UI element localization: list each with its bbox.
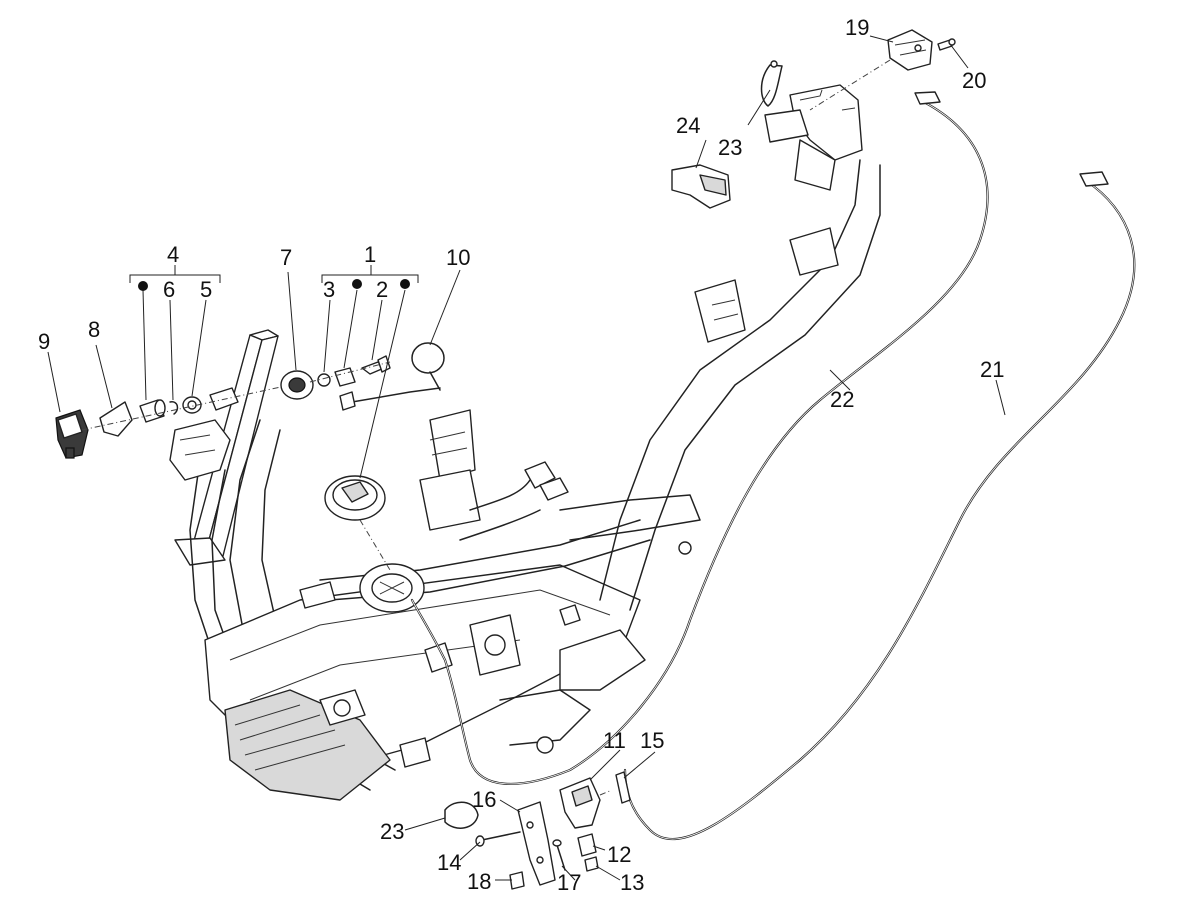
part-10-cable-ring <box>339 342 445 411</box>
leader-lines <box>47 35 1006 881</box>
part-22-seat-cable <box>410 91 989 785</box>
part-9-lock-switch <box>55 409 89 459</box>
callout-23-top: 23 <box>718 135 742 160</box>
callout-1: 1 <box>364 242 376 267</box>
part-15-cable-end <box>615 771 631 804</box>
scooter-frame <box>169 84 881 801</box>
callout-17: 17 <box>557 870 581 895</box>
callout-21: 21 <box>980 357 1004 382</box>
part-16-bracket <box>517 801 556 886</box>
callout-12: 12 <box>607 842 631 867</box>
part-21-release-cable <box>623 171 1136 841</box>
part-8-lock-cover <box>99 401 133 437</box>
part-24-cable-guide <box>671 164 731 209</box>
part-14-bolt <box>475 831 521 847</box>
callout-2: 2 <box>376 277 388 302</box>
part-7-lock-housing <box>280 370 314 400</box>
part-5-ring <box>182 396 202 414</box>
callout-6: 6 <box>163 277 175 302</box>
callout-8: 8 <box>88 317 100 342</box>
callout-3: 3 <box>323 277 335 302</box>
callout-14: 14 <box>437 850 461 875</box>
callout-9: 9 <box>38 329 50 354</box>
fuel-cap <box>324 475 386 521</box>
callout-11: 11 <box>603 728 626 753</box>
part-23-cable-tie-top <box>760 60 783 107</box>
part-12-spring <box>577 833 597 857</box>
callout-labels: 1 2 3 4 5 6 7 8 9 10 11 12 13 14 15 16 1… <box>38 15 1004 895</box>
callout-20: 20 <box>962 68 986 93</box>
bullets <box>138 279 410 291</box>
part-20-screw <box>937 38 956 51</box>
callout-15: 15 <box>640 728 664 753</box>
callout-24: 24 <box>676 113 700 138</box>
callout-16: 16 <box>472 787 496 812</box>
callout-13: 13 <box>620 870 644 895</box>
part-4-lock-body <box>139 399 166 423</box>
part-11-release-lever <box>559 777 601 829</box>
callout-10: 10 <box>446 245 470 270</box>
part-13-nut <box>584 856 599 872</box>
part-19-seat-latch <box>887 29 933 71</box>
callout-18: 18 <box>467 869 491 894</box>
part-3-o-ring <box>317 373 331 387</box>
part-18-clip <box>509 871 525 890</box>
callout-5: 5 <box>200 277 212 302</box>
callout-19: 19 <box>845 15 869 40</box>
callout-23-bottom: 23 <box>380 819 404 844</box>
part-6-spring-clip <box>169 401 179 415</box>
callout-7: 7 <box>280 245 292 270</box>
callout-4: 4 <box>167 242 179 267</box>
callout-22: 22 <box>830 387 854 412</box>
part-17-screw <box>552 839 566 871</box>
part-23-cable-tie-bottom <box>444 801 479 829</box>
part-lock-barrel <box>334 367 356 387</box>
